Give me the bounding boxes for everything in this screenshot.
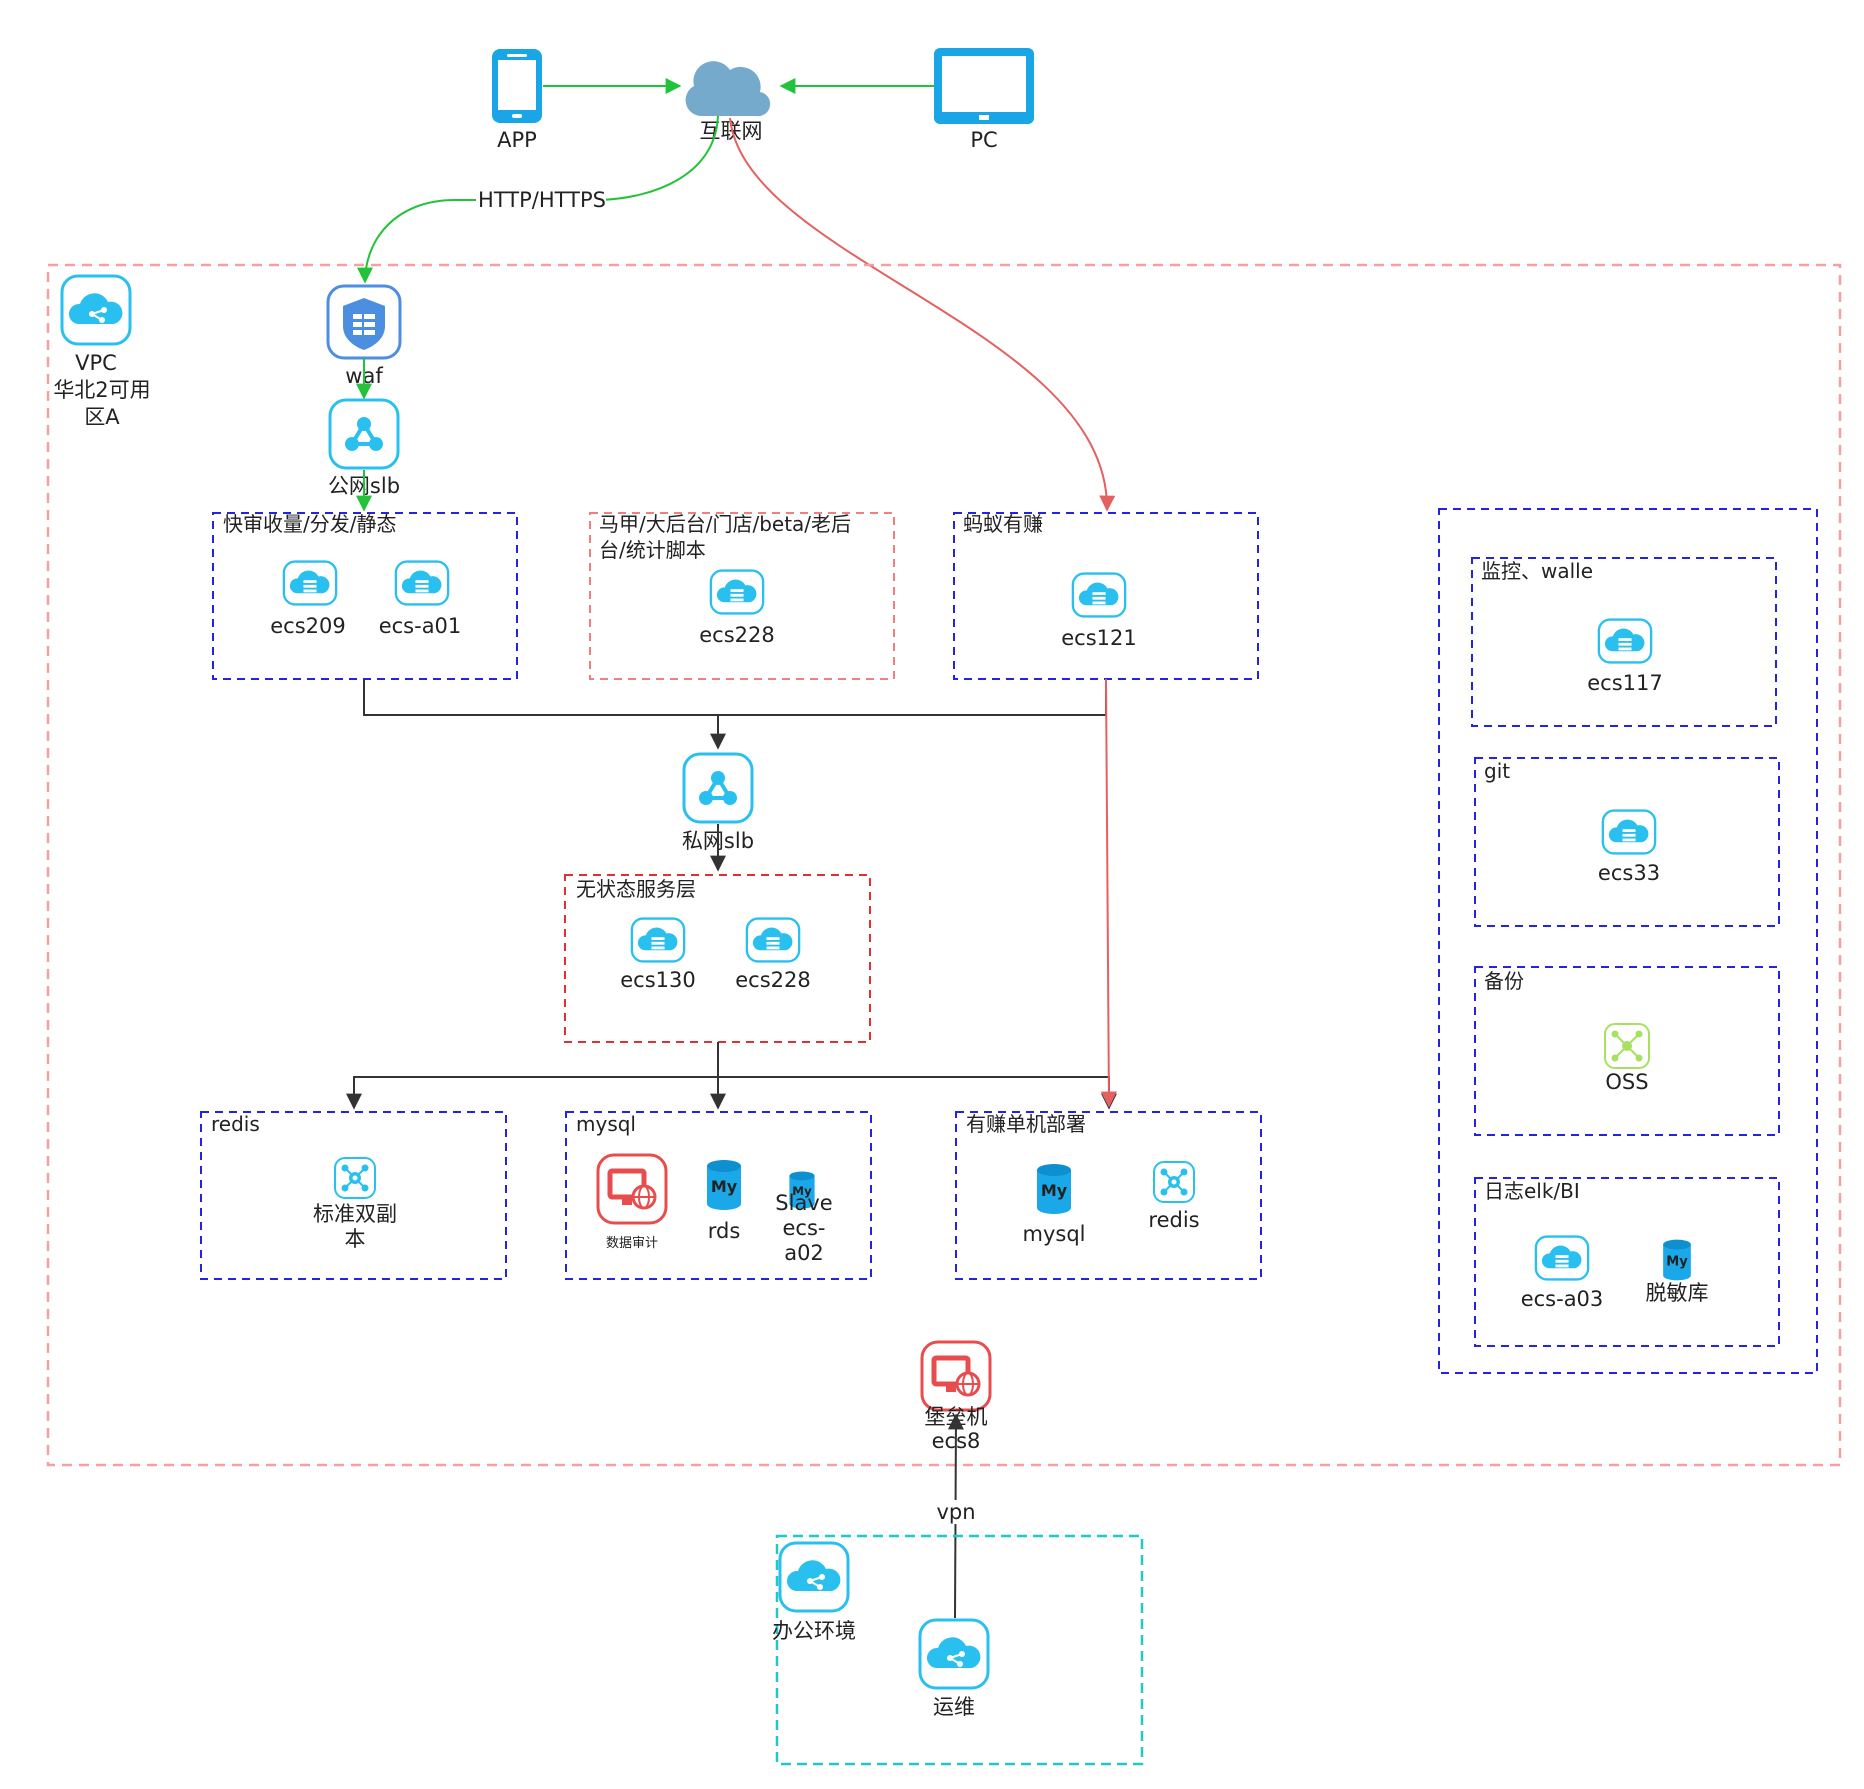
mysql-icon bbox=[1663, 1239, 1691, 1281]
ecs33-label: ecs33 bbox=[1598, 861, 1660, 885]
youzhuan-mysql-label: mysql bbox=[1023, 1222, 1086, 1246]
group-monitor[interactable]: 监控、walle ecs117 bbox=[1471, 557, 1777, 727]
group-youzhuan-title: 有赚单机部署 bbox=[966, 1112, 1086, 1136]
stateless-to-redis-line bbox=[346, 1042, 719, 1110]
group-log-title: 日志elk/BI bbox=[1484, 1179, 1580, 1203]
group-majia[interactable]: 马甲/大后台/门店/beta/老后 台/统计脚本 ecs228 bbox=[589, 512, 895, 680]
ecs-icon bbox=[1597, 618, 1653, 664]
pc-label: PC bbox=[970, 128, 997, 152]
ecs-icon bbox=[1071, 572, 1127, 618]
app-label: APP bbox=[497, 128, 537, 152]
youzhuan-redis-label: redis bbox=[1148, 1208, 1199, 1232]
http-label: HTTP/HTTPS bbox=[478, 188, 606, 212]
waf-shield-icon bbox=[326, 284, 402, 360]
group-kuaishen-title: 快审收量/分发/静态 bbox=[223, 512, 396, 536]
ops-node[interactable]: 运维 bbox=[918, 1618, 990, 1719]
vpc-zone-line1: 华北2可用 bbox=[53, 378, 150, 402]
office-node[interactable]: 办公环境 bbox=[772, 1541, 856, 1643]
desensitized-db-label: 脱敏库 bbox=[1646, 1281, 1709, 1305]
rds-label: rds bbox=[708, 1219, 741, 1243]
group-mysql-title: mysql bbox=[576, 1112, 636, 1136]
redis-item-line2: 本 bbox=[345, 1227, 366, 1251]
cloud-icon bbox=[685, 61, 771, 117]
ecs117-label: ecs117 bbox=[1587, 671, 1663, 695]
group-redis-title: redis bbox=[211, 1112, 260, 1136]
ecs-icon bbox=[282, 560, 338, 606]
group-stateless-title: 无状态服务层 bbox=[576, 877, 696, 901]
redis-icon bbox=[1153, 1161, 1195, 1203]
ecs-icon bbox=[1601, 809, 1657, 855]
ecs-a01-label: ecs-a01 bbox=[379, 614, 462, 638]
ecs-a03-label: ecs-a03 bbox=[1521, 1287, 1604, 1311]
office-boundary bbox=[775, 1534, 1144, 1766]
vpc-label: VPC bbox=[75, 351, 117, 375]
group-git-title: git bbox=[1484, 759, 1510, 783]
group-majia-title-line1: 马甲/大后台/门店/beta/老后 bbox=[599, 512, 851, 536]
kuaishen-to-private-slb-line bbox=[363, 679, 1107, 716]
vpc-node[interactable]: VPC 华北2可用 区A bbox=[53, 274, 151, 429]
redis-icon bbox=[334, 1157, 376, 1199]
ecs130-label: ecs130 bbox=[620, 968, 696, 992]
ecs228-label: ecs228 bbox=[699, 623, 775, 647]
slave-line2: ecs- bbox=[783, 1216, 826, 1240]
group-stateless[interactable]: 无状态服务层 ecs130 ecs228 bbox=[564, 874, 871, 1043]
group-backup-title: 备份 bbox=[1484, 969, 1524, 993]
vpn-label: vpn bbox=[936, 1500, 975, 1524]
mayi-to-youzhuan-line bbox=[1100, 678, 1117, 1108]
group-kuaishen[interactable]: 快审收量/分发/静态 ecs209 ecs-a01 bbox=[212, 512, 518, 680]
bastion-icon bbox=[922, 1342, 990, 1410]
group-mayi[interactable]: 蚂蚁有赚 ecs121 bbox=[953, 512, 1259, 680]
oss-icon bbox=[1604, 1023, 1650, 1069]
slb-icon bbox=[328, 398, 400, 470]
vpc-zone-line2: 区A bbox=[84, 405, 120, 429]
mysql-icon bbox=[707, 1160, 741, 1210]
audit-label: 数据审计 bbox=[606, 1236, 658, 1251]
ecs-icon bbox=[1534, 1235, 1590, 1281]
vpc-icon bbox=[60, 274, 132, 346]
slave-line3: a02 bbox=[784, 1241, 824, 1265]
group-redis[interactable]: redis 标准双副 本 bbox=[200, 1111, 507, 1280]
ecs-icon bbox=[709, 569, 765, 615]
group-log[interactable]: 日志elk/BI ecs-a03 脱敏库 bbox=[1474, 1177, 1780, 1347]
internet-to-mayi-line bbox=[729, 117, 1116, 512]
oss-label: OSS bbox=[1605, 1070, 1648, 1094]
ecs121-label: ecs121 bbox=[1061, 626, 1137, 650]
app-node[interactable]: APP bbox=[492, 49, 542, 152]
vpc-icon bbox=[778, 1541, 850, 1613]
group-monitor-title: 监控、walle bbox=[1481, 559, 1593, 583]
ecs209-label: ecs209 bbox=[270, 614, 346, 638]
ecs-icon bbox=[630, 917, 686, 963]
group-majia-title-line2: 台/统计脚本 bbox=[599, 538, 706, 562]
group-mayi-title: 蚂蚁有赚 bbox=[963, 512, 1043, 536]
internet-node[interactable]: 互联网 bbox=[685, 61, 771, 143]
vpc-boundary bbox=[46, 263, 1842, 1467]
slb-icon bbox=[682, 752, 754, 824]
group-git[interactable]: git ecs33 bbox=[1474, 757, 1780, 927]
office-label: 办公环境 bbox=[772, 1619, 856, 1643]
right-column-group bbox=[1438, 508, 1818, 1374]
redis-item-line1: 标准双副 bbox=[313, 1202, 397, 1226]
ecs228b-label: ecs228 bbox=[735, 968, 811, 992]
vpc-icon bbox=[918, 1618, 990, 1690]
slave-line1: Slave bbox=[775, 1191, 832, 1215]
group-youzhuan[interactable]: 有赚单机部署 mysql redis bbox=[955, 1111, 1262, 1280]
pc-node[interactable]: PC bbox=[934, 48, 1034, 152]
ecs-icon bbox=[394, 560, 450, 606]
mysql-icon bbox=[1037, 1164, 1071, 1214]
ecs-icon bbox=[745, 917, 801, 963]
data-audit-icon bbox=[598, 1155, 666, 1223]
group-mysql[interactable]: mysql 数据审计 rds Slave ecs- a02 bbox=[565, 1111, 872, 1280]
group-backup[interactable]: 备份 OSS bbox=[1474, 966, 1780, 1136]
waf-node[interactable]: waf bbox=[326, 284, 402, 388]
stateless-to-youzhuan-line bbox=[718, 1076, 1117, 1110]
ops-label: 运维 bbox=[933, 1695, 975, 1719]
